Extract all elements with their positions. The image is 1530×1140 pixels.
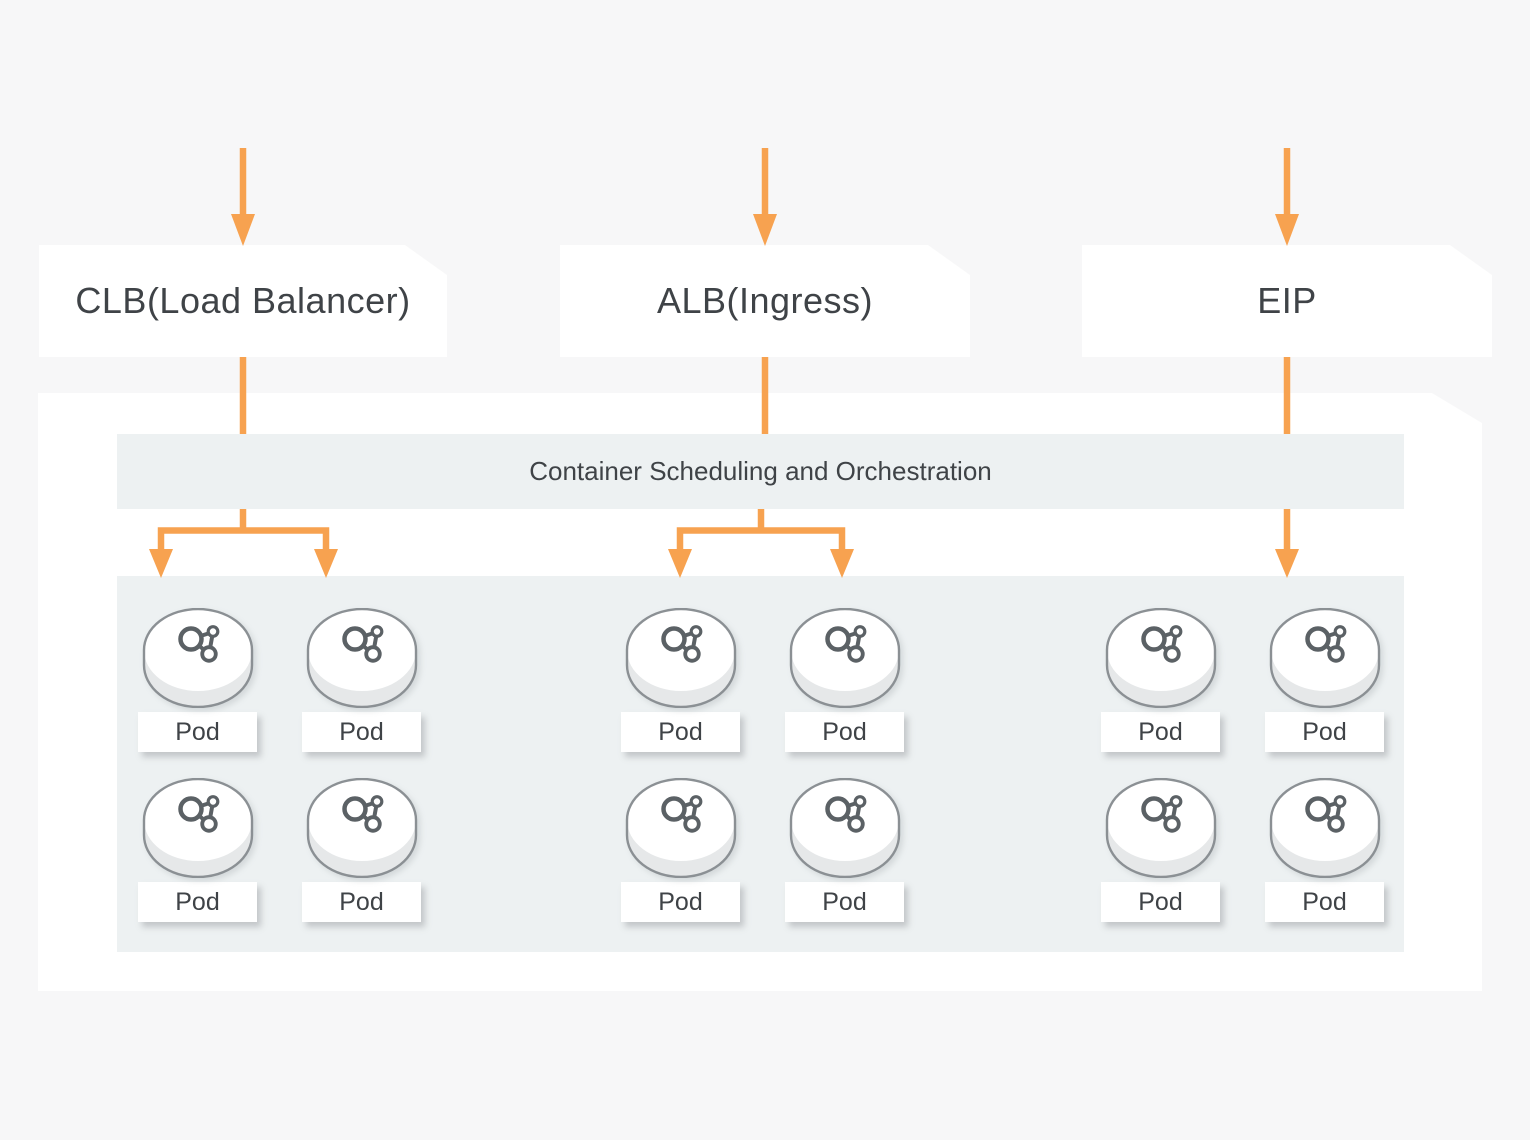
- pod-label-text: Pod: [822, 887, 867, 916]
- pod-label-text: Pod: [1302, 717, 1347, 746]
- pod-label-text: Pod: [175, 887, 220, 916]
- pod-icon: [1105, 608, 1217, 708]
- eip-box: EIP: [1082, 245, 1492, 357]
- pod-icon: [1269, 608, 1381, 708]
- pod-label: Pod: [1265, 882, 1384, 922]
- pod-label: Pod: [1265, 712, 1384, 752]
- pod-icon: [306, 608, 418, 708]
- cluster-container: Container Scheduling and Orchestration P…: [38, 393, 1482, 991]
- pod-icon: [142, 608, 254, 708]
- pod-group-clb: Pod Pod Pod Pod: [138, 608, 421, 922]
- pod: Pod: [138, 778, 257, 922]
- orchestration-banner: Container Scheduling and Orchestration: [117, 434, 1404, 509]
- pod-label-text: Pod: [658, 887, 703, 916]
- pod-label-text: Pod: [1138, 887, 1183, 916]
- pod: Pod: [1265, 778, 1384, 922]
- pod: Pod: [1101, 608, 1220, 752]
- eip-box-label: EIP: [1257, 280, 1317, 321]
- pod-group-alb: Pod Pod Pod Pod: [621, 608, 904, 922]
- pod-label: Pod: [138, 882, 257, 922]
- pod-label-text: Pod: [658, 717, 703, 746]
- pod-icon: [789, 608, 901, 708]
- clb-box: CLB(Load Balancer): [39, 245, 447, 357]
- pods-area: Pod Pod Pod Pod Pod: [117, 576, 1404, 952]
- pod-label-text: Pod: [1138, 717, 1183, 746]
- pod-group-eip: Pod Pod Pod Pod: [1101, 608, 1384, 922]
- pod-label: Pod: [138, 712, 257, 752]
- orchestration-banner-label: Container Scheduling and Orchestration: [529, 456, 992, 486]
- pod: Pod: [138, 608, 257, 752]
- pod-icon: [625, 608, 737, 708]
- pod: Pod: [785, 608, 904, 752]
- pod: Pod: [302, 778, 421, 922]
- clb-box-label: CLB(Load Balancer): [75, 280, 411, 321]
- pod-label: Pod: [1101, 712, 1220, 752]
- pod: Pod: [302, 608, 421, 752]
- pod: Pod: [785, 778, 904, 922]
- pod-label: Pod: [785, 882, 904, 922]
- pod-label: Pod: [621, 882, 740, 922]
- pod-icon: [1269, 778, 1381, 878]
- pod-label: Pod: [302, 712, 421, 752]
- pod-label: Pod: [1101, 882, 1220, 922]
- pod-icon: [142, 778, 254, 878]
- pod-label-text: Pod: [822, 717, 867, 746]
- alb-box-label: ALB(Ingress): [656, 280, 874, 321]
- pod-icon: [789, 778, 901, 878]
- pod: Pod: [621, 778, 740, 922]
- pod-label: Pod: [785, 712, 904, 752]
- pod: Pod: [1101, 778, 1220, 922]
- pod-label: Pod: [621, 712, 740, 752]
- pod-label-text: Pod: [1302, 887, 1347, 916]
- alb-box: ALB(Ingress): [560, 245, 970, 357]
- pod-label-text: Pod: [175, 717, 220, 746]
- pod-label-text: Pod: [339, 717, 384, 746]
- pod: Pod: [1265, 608, 1384, 752]
- pod-label: Pod: [302, 882, 421, 922]
- pod-icon: [306, 778, 418, 878]
- pod-label-text: Pod: [339, 887, 384, 916]
- pod-icon: [1105, 778, 1217, 878]
- pod: Pod: [621, 608, 740, 752]
- pod-icon: [625, 778, 737, 878]
